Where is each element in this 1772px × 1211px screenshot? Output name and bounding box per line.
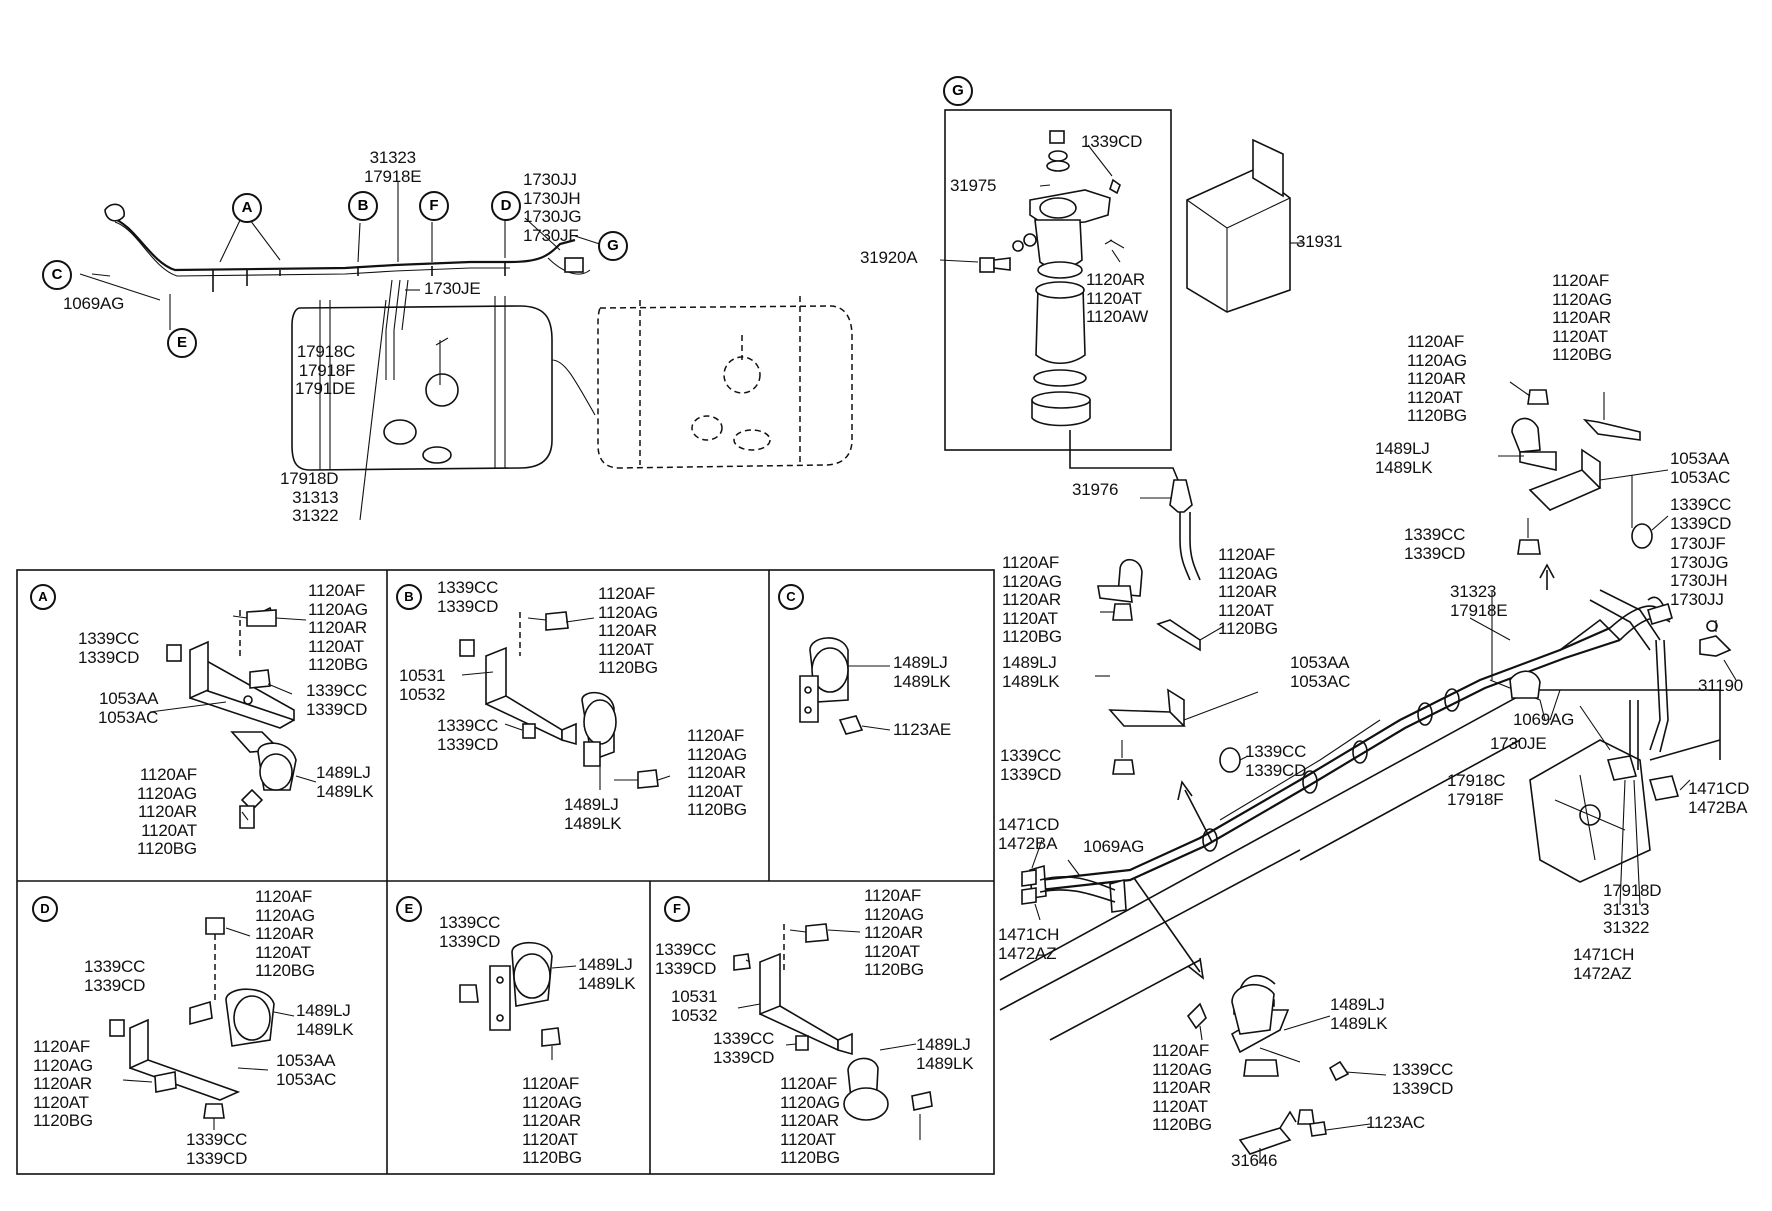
callout-a: A [232, 193, 262, 223]
label-17918d-group-top: 17918D 31313 31322 [280, 469, 339, 525]
label-b-1120-t: 1120AF 1120AG 1120AR 1120AT 1120BG [598, 584, 658, 677]
label-17918d-mid: 17918D 31313 31322 [1603, 881, 1662, 937]
label-f-10531: 10531 10532 [671, 987, 718, 1025]
label-1489-bottom: 1489LJ 1489LK [1330, 995, 1388, 1033]
label-a-1053: 1053AA 1053AC [98, 689, 159, 727]
label-c-1489: 1489LJ 1489LK [893, 653, 951, 691]
label-d-1489: 1489LJ 1489LK [296, 1001, 354, 1039]
label-31931: 31931 [1296, 232, 1343, 251]
callout-d: D [491, 191, 521, 221]
label-b-1489: 1489LJ 1489LK [564, 795, 622, 833]
box-c-label: C [778, 584, 804, 610]
label-1339-right-top-r: 1339CC 1339CD [1670, 495, 1732, 533]
box-d-parts [109, 917, 295, 1130]
label-17918c-group-top: 17918C 17918F 1791DE [295, 342, 356, 398]
callout-c: C [42, 260, 72, 290]
callout-b: B [348, 191, 378, 221]
label-a-1339-r: 1339CC 1339CD [306, 681, 368, 719]
detail-box-grid [16, 569, 995, 1175]
label-1489-mid: 1489LJ 1489LK [1002, 653, 1060, 691]
label-1339-mid-r: 1339CC 1339CD [1245, 742, 1307, 780]
label-1069ag-mid: 1069AG [1513, 710, 1575, 729]
label-f-1339-m: 1339CC 1339CD [713, 1029, 775, 1067]
callout-f: F [419, 191, 449, 221]
right-top-bracket-assembly [1498, 381, 1669, 590]
label-1069ag-top: 1069AG [63, 294, 125, 313]
label-1053-right-top: 1053AA 1053AC [1670, 449, 1731, 487]
label-1123ac: 1123AC [1366, 1113, 1425, 1132]
label-d-1339-b: 1339CC 1339CD [186, 1130, 248, 1168]
label-1471ch-mid-r: 1471CH 1472AZ [1573, 945, 1635, 983]
label-d-1339-l: 1339CC 1339CD [84, 957, 146, 995]
label-31975: 31975 [950, 176, 997, 195]
label-1120-group-right-top: 1120AF 1120AG 1120AR 1120AT 1120BG [1552, 271, 1612, 364]
label-31323-17918e: 31323 17918E [364, 148, 422, 186]
label-31920a: 31920A [860, 248, 918, 267]
callout-g-box: G [943, 76, 973, 106]
label-1120-group-mid-r: 1120AF 1120AG 1120AR 1120AT 1120BG [1218, 545, 1278, 638]
label-b-1339-t: 1339CC 1339CD [437, 578, 499, 616]
label-d-1120-t: 1120AF 1120AG 1120AR 1120AT 1120BG [255, 887, 315, 980]
label-31323-mid: 31323 17918E [1450, 582, 1508, 620]
label-31190: 31190 [1698, 676, 1744, 695]
label-31976: 31976 [1072, 480, 1119, 499]
label-1730je-top: 1730JE [424, 279, 481, 298]
box-f-label: F [664, 896, 690, 922]
label-1730-group-top: 1730JJ 1730JH 1730JG 1730JF [523, 170, 582, 245]
box-a-parts [149, 606, 317, 829]
label-c-1123ae: 1123AE [893, 720, 952, 739]
label-e-1120: 1120AF 1120AG 1120AR 1120AT 1120BG [522, 1074, 582, 1167]
label-1339-right-top-l: 1339CC 1339CD [1404, 525, 1466, 563]
label-f-1120-t: 1120AF 1120AG 1120AR 1120AT 1120BG [864, 886, 924, 979]
label-f-1339-t: 1339CC 1339CD [655, 940, 717, 978]
right-main-assembly [999, 558, 1737, 1041]
label-1120-group-bottom: 1120AF 1120AG 1120AR 1120AT 1120BG [1152, 1041, 1212, 1134]
fuel-filter-group [939, 109, 1304, 581]
box-c-parts [799, 637, 891, 735]
label-1069ag-mid-l: 1069AG [1083, 837, 1145, 856]
box-a-label: A [30, 584, 56, 610]
label-1339-bottom: 1339CC 1339CD [1392, 1060, 1454, 1098]
label-d-1053: 1053AA 1053AC [276, 1051, 337, 1089]
label-1120-group-right-mid: 1120AF 1120AG 1120AR 1120AT 1120BG [1407, 332, 1467, 425]
label-a-1120-b: 1120AF 1120AG 1120AR 1120AT 1120BG [137, 765, 197, 858]
label-31646: 31646 [1231, 1151, 1278, 1170]
label-1339cd-g: 1339CD [1081, 132, 1143, 151]
box-e-label: E [396, 896, 422, 922]
label-a-1120: 1120AF 1120AG 1120AR 1120AT 1120BG [308, 581, 368, 674]
label-f-1489: 1489LJ 1489LK [916, 1035, 974, 1073]
label-1730je-mid: 1730JE [1490, 734, 1547, 753]
label-e-1489: 1489LJ 1489LK [578, 955, 636, 993]
box-f-parts [733, 923, 933, 1140]
label-e-1339: 1339CC 1339CD [439, 913, 501, 951]
box-b-label: B [396, 584, 422, 610]
callout-g: G [598, 231, 628, 261]
box-d-label: D [32, 896, 58, 922]
label-1730-group-right: 1730JF 1730JG 1730JH 1730JJ [1670, 534, 1729, 609]
label-b-10531: 10531 10532 [399, 666, 446, 704]
callout-e: E [167, 328, 197, 358]
box-b-parts [459, 611, 671, 790]
label-b-1339-m: 1339CC 1339CD [437, 716, 499, 754]
label-1120-group-mid-l: 1120AF 1120AG 1120AR 1120AT 1120BG [1002, 553, 1062, 646]
box-e-parts [459, 942, 577, 1060]
label-f-1120-b: 1120AF 1120AG 1120AR 1120AT 1120BG [780, 1074, 840, 1167]
label-1471cd-mid-l: 1471CD 1472BA [998, 815, 1060, 853]
label-17918c-mid: 17918C 17918F [1447, 771, 1506, 809]
label-a-1489: 1489LJ 1489LK [316, 763, 374, 801]
label-1489-right-top: 1489LJ 1489LK [1375, 439, 1433, 477]
top-fuel-line-assembly [79, 182, 853, 521]
label-1120-group-g: 1120AR 1120AT 1120AW [1086, 270, 1149, 326]
bottom-right-clamp-parts [1186, 974, 1387, 1162]
label-1339-mid-l: 1339CC 1339CD [1000, 746, 1062, 784]
label-1471cd-mid-r: 1471CD 1472BA [1688, 779, 1750, 817]
label-1053-mid: 1053AA 1053AC [1290, 653, 1351, 691]
label-a-1339-l: 1339CC 1339CD [78, 629, 140, 667]
label-b-1120-b: 1120AF 1120AG 1120AR 1120AT 1120BG [687, 726, 747, 819]
label-d-1120-l: 1120AF 1120AG 1120AR 1120AT 1120BG [33, 1037, 93, 1130]
label-1471ch-mid-l: 1471CH 1472AZ [998, 925, 1060, 963]
